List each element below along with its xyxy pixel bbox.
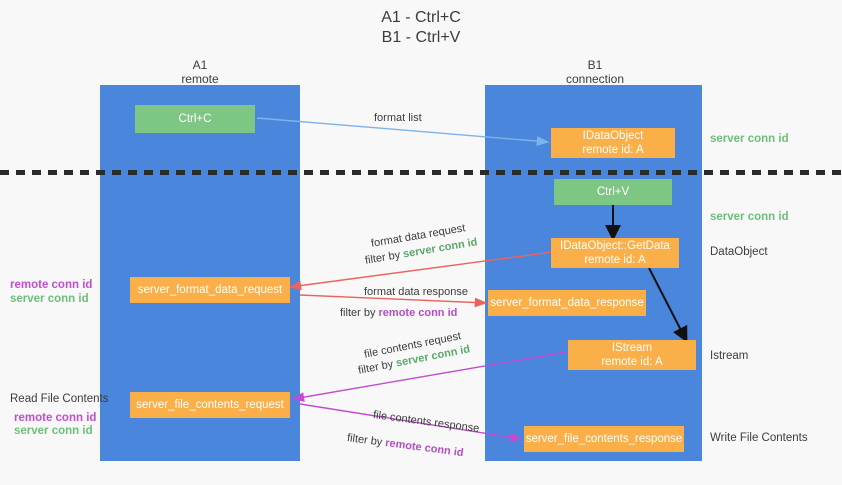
- filter-prefix: filter by: [357, 357, 398, 377]
- column-a1-sub: remote: [181, 72, 219, 86]
- annotation-istream: Istream: [710, 350, 749, 362]
- filter-prefix: filter by: [346, 431, 387, 449]
- title-line-2: B1 - Ctrl+V: [381, 29, 461, 46]
- column-header-b1: B1 connection: [515, 58, 675, 86]
- box-idataobject-line1: IDataObject: [582, 130, 644, 142]
- diagram-title: A1 - Ctrl+C B1 - Ctrl+V: [0, 8, 842, 48]
- box-idataobject-getdata[interactable]: IDataObject::GetData remote id: A: [551, 238, 679, 268]
- phase-divider-dashed-line: [0, 170, 842, 175]
- annotation-server-conn-id-2: server conn id: [14, 425, 93, 437]
- box-istream-line2: remote id: A: [601, 356, 663, 368]
- column-b1-sub: connection: [565, 72, 625, 86]
- box-getdata-line2: remote id: A: [584, 254, 646, 266]
- box-server-file-contents-request[interactable]: server_file_contents_request: [130, 392, 290, 418]
- annotation-server-conn-id-1: server conn id: [10, 293, 89, 305]
- box-ctrl-c[interactable]: Ctrl+C: [135, 105, 255, 133]
- filter-key-remote-conn-id: remote conn id: [378, 307, 458, 319]
- annotation-remote-conn-id-1: remote conn id: [10, 279, 93, 291]
- title-line-1: A1 - Ctrl+C: [381, 9, 461, 26]
- column-a1-name: A1: [192, 58, 208, 72]
- filter-prefix: filter by: [340, 307, 379, 319]
- label-format-data-response: format data response: [364, 286, 468, 298]
- label-format-data-response-filter: filter by remote conn id: [340, 306, 457, 320]
- annotation-read-file-contents: Read File Contents: [10, 393, 109, 405]
- label-file-contents-response-filter: filter by remote conn id: [346, 431, 464, 460]
- label-format-list: format list: [374, 112, 422, 124]
- box-idataobject-line2: remote id: A: [582, 144, 644, 156]
- annotation-dataobject: DataObject: [710, 246, 768, 258]
- box-istream-line1: IStream: [611, 342, 653, 354]
- annotation-remote-conn-id-2: remote conn id: [14, 412, 97, 424]
- box-idataobject[interactable]: IDataObject remote id: A: [551, 128, 675, 158]
- box-server-format-data-response[interactable]: server_format_data_response: [488, 290, 646, 316]
- filter-prefix: filter by: [364, 248, 405, 267]
- box-server-file-contents-response[interactable]: server_file_contents_response: [524, 426, 684, 452]
- box-ctrl-v[interactable]: Ctrl+V: [554, 179, 672, 205]
- box-getdata-line1: IDataObject::GetData: [560, 240, 670, 252]
- annotation-server-conn-id-top: server conn id: [710, 133, 789, 145]
- filter-key-remote-conn-id: remote conn id: [384, 437, 465, 460]
- annotation-write-file-contents: Write File Contents: [710, 432, 808, 444]
- column-header-a1: A1 remote: [120, 58, 280, 86]
- annotation-server-conn-id-mid: server conn id: [710, 211, 789, 223]
- box-istream[interactable]: IStream remote id: A: [568, 340, 696, 370]
- box-server-format-data-request[interactable]: server_format_data_request: [130, 277, 290, 303]
- column-b1-name: B1: [587, 58, 603, 72]
- label-file-contents-response: file contents response: [372, 408, 480, 435]
